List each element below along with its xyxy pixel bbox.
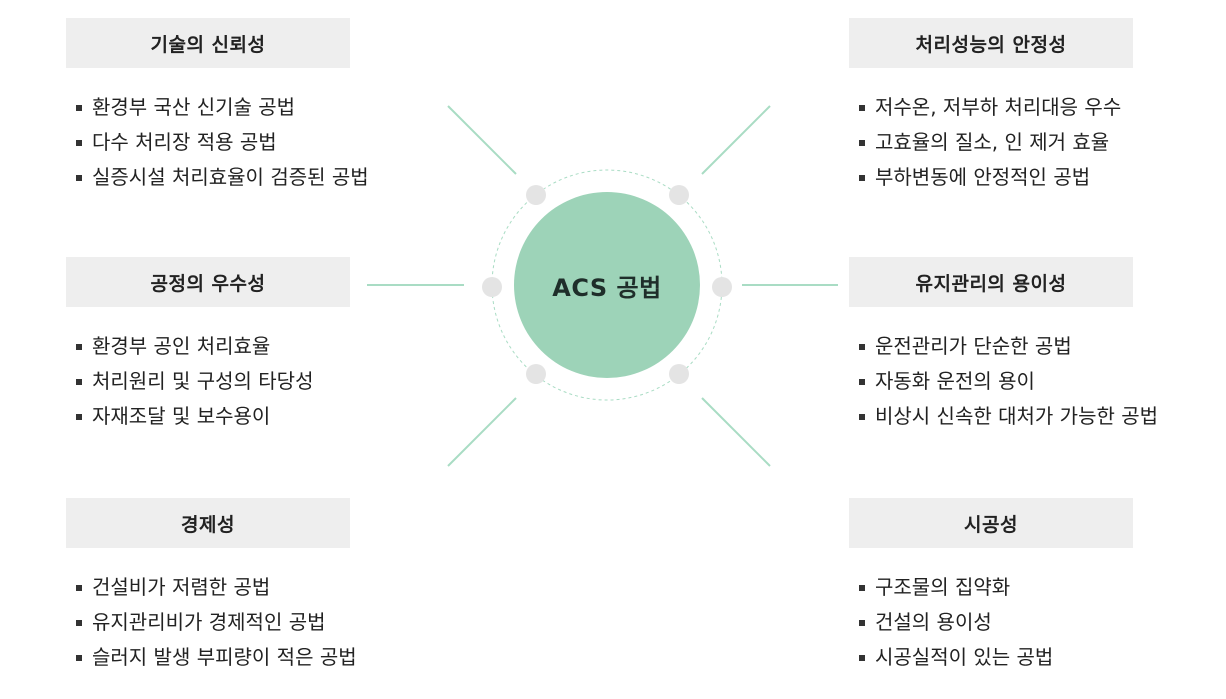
bullet-item: 비상시 신속한 대처가 가능한 공법 [849, 399, 1165, 434]
ring-dot-right [712, 277, 732, 297]
panel-title: 유지관리의 용이성 [849, 257, 1133, 307]
ring-dot-bottom-left [526, 364, 546, 384]
bullet-item: 저수온, 저부하 처리대응 우수 [849, 90, 1175, 125]
ring-dot-bottom-right [669, 364, 689, 384]
bullet-item: 건설비가 저렴한 공법 [66, 570, 392, 605]
bullet-item: 유지관리비가 경제적인 공법 [66, 605, 392, 640]
panel-title: 공정의 우수성 [66, 257, 350, 307]
ring-dot-top-left [526, 185, 546, 205]
bullet-item: 건설의 용이성 [849, 605, 1175, 640]
connector-bottom-right [701, 397, 771, 467]
bullet-list: 환경부 국산 신기술 공법 다수 처리장 적용 공법 실증시설 처리효율이 검증… [66, 90, 369, 195]
bullet-list: 저수온, 저부하 처리대응 우수 고효율의 질소, 인 제거 효율 부하변동에 … [849, 90, 1133, 195]
bullet-item: 환경부 공인 처리효율 [66, 329, 392, 364]
ring-dot-top-right [669, 185, 689, 205]
bullet-item: 다수 처리장 적용 공법 [66, 125, 392, 160]
panel-economy: 경제성 건설비가 저렴한 공법 유지관리비가 경제적인 공법 슬러지 발생 부피… [66, 498, 357, 675]
connector-bottom-left [447, 397, 517, 467]
panel-title: 기술의 신뢰성 [66, 18, 350, 68]
bullet-item: 환경부 국산 신기술 공법 [66, 90, 392, 125]
bullet-list: 건설비가 저렴한 공법 유지관리비가 경제적인 공법 슬러지 발생 부피량이 적… [66, 570, 357, 675]
bullet-item: 구조물의 집약화 [849, 570, 1175, 605]
panel-constructability: 시공성 구조물의 집약화 건설의 용이성 시공실적이 있는 공법 [849, 498, 1133, 675]
hub-label: ACS 공법 [552, 273, 662, 302]
bullet-item: 자동화 운전의 용이 [849, 364, 1175, 399]
bullet-item: 부하변동에 안정적인 공법 [849, 160, 1175, 195]
bullet-list: 운전관리가 단순한 공법 자동화 운전의 용이 비상시 신속한 대처가 가능한 … [849, 329, 1158, 434]
hub-circle [514, 192, 700, 378]
panel-maintenance: 유지관리의 용이성 운전관리가 단순한 공법 자동화 운전의 용이 비상시 신속… [849, 257, 1158, 434]
panel-stability: 처리성능의 안정성 저수온, 저부하 처리대응 우수 고효율의 질소, 인 제거… [849, 18, 1133, 195]
connector-top-left [447, 105, 517, 175]
panel-title: 경제성 [66, 498, 350, 548]
bullet-item: 실증시설 처리효율이 검증된 공법 [66, 160, 382, 195]
bullet-list: 구조물의 집약화 건설의 용이성 시공실적이 있는 공법 [849, 570, 1133, 675]
bullet-item: 처리원리 및 구성의 타당성 [66, 364, 392, 399]
bullet-item: 고효율의 질소, 인 제거 효율 [849, 125, 1175, 160]
connector-top-right [701, 105, 771, 175]
bullet-item: 시공실적이 있는 공법 [849, 640, 1175, 675]
panel-reliability: 기술의 신뢰성 환경부 국산 신기술 공법 다수 처리장 적용 공법 실증시설 … [66, 18, 369, 195]
bullet-list: 환경부 공인 처리효율 처리원리 및 구성의 타당성 자재조달 및 보수용이 [66, 329, 350, 434]
bullet-item: 자재조달 및 보수용이 [66, 399, 392, 434]
ring-dot-left [482, 277, 502, 297]
bullet-item: 슬러지 발생 부피량이 적은 공법 [66, 640, 432, 675]
panel-title: 처리성능의 안정성 [849, 18, 1133, 68]
panel-title: 시공성 [849, 498, 1133, 548]
panel-process: 공정의 우수성 환경부 공인 처리효율 처리원리 및 구성의 타당성 자재조달 … [66, 257, 350, 434]
bullet-item: 운전관리가 단순한 공법 [849, 329, 1175, 364]
